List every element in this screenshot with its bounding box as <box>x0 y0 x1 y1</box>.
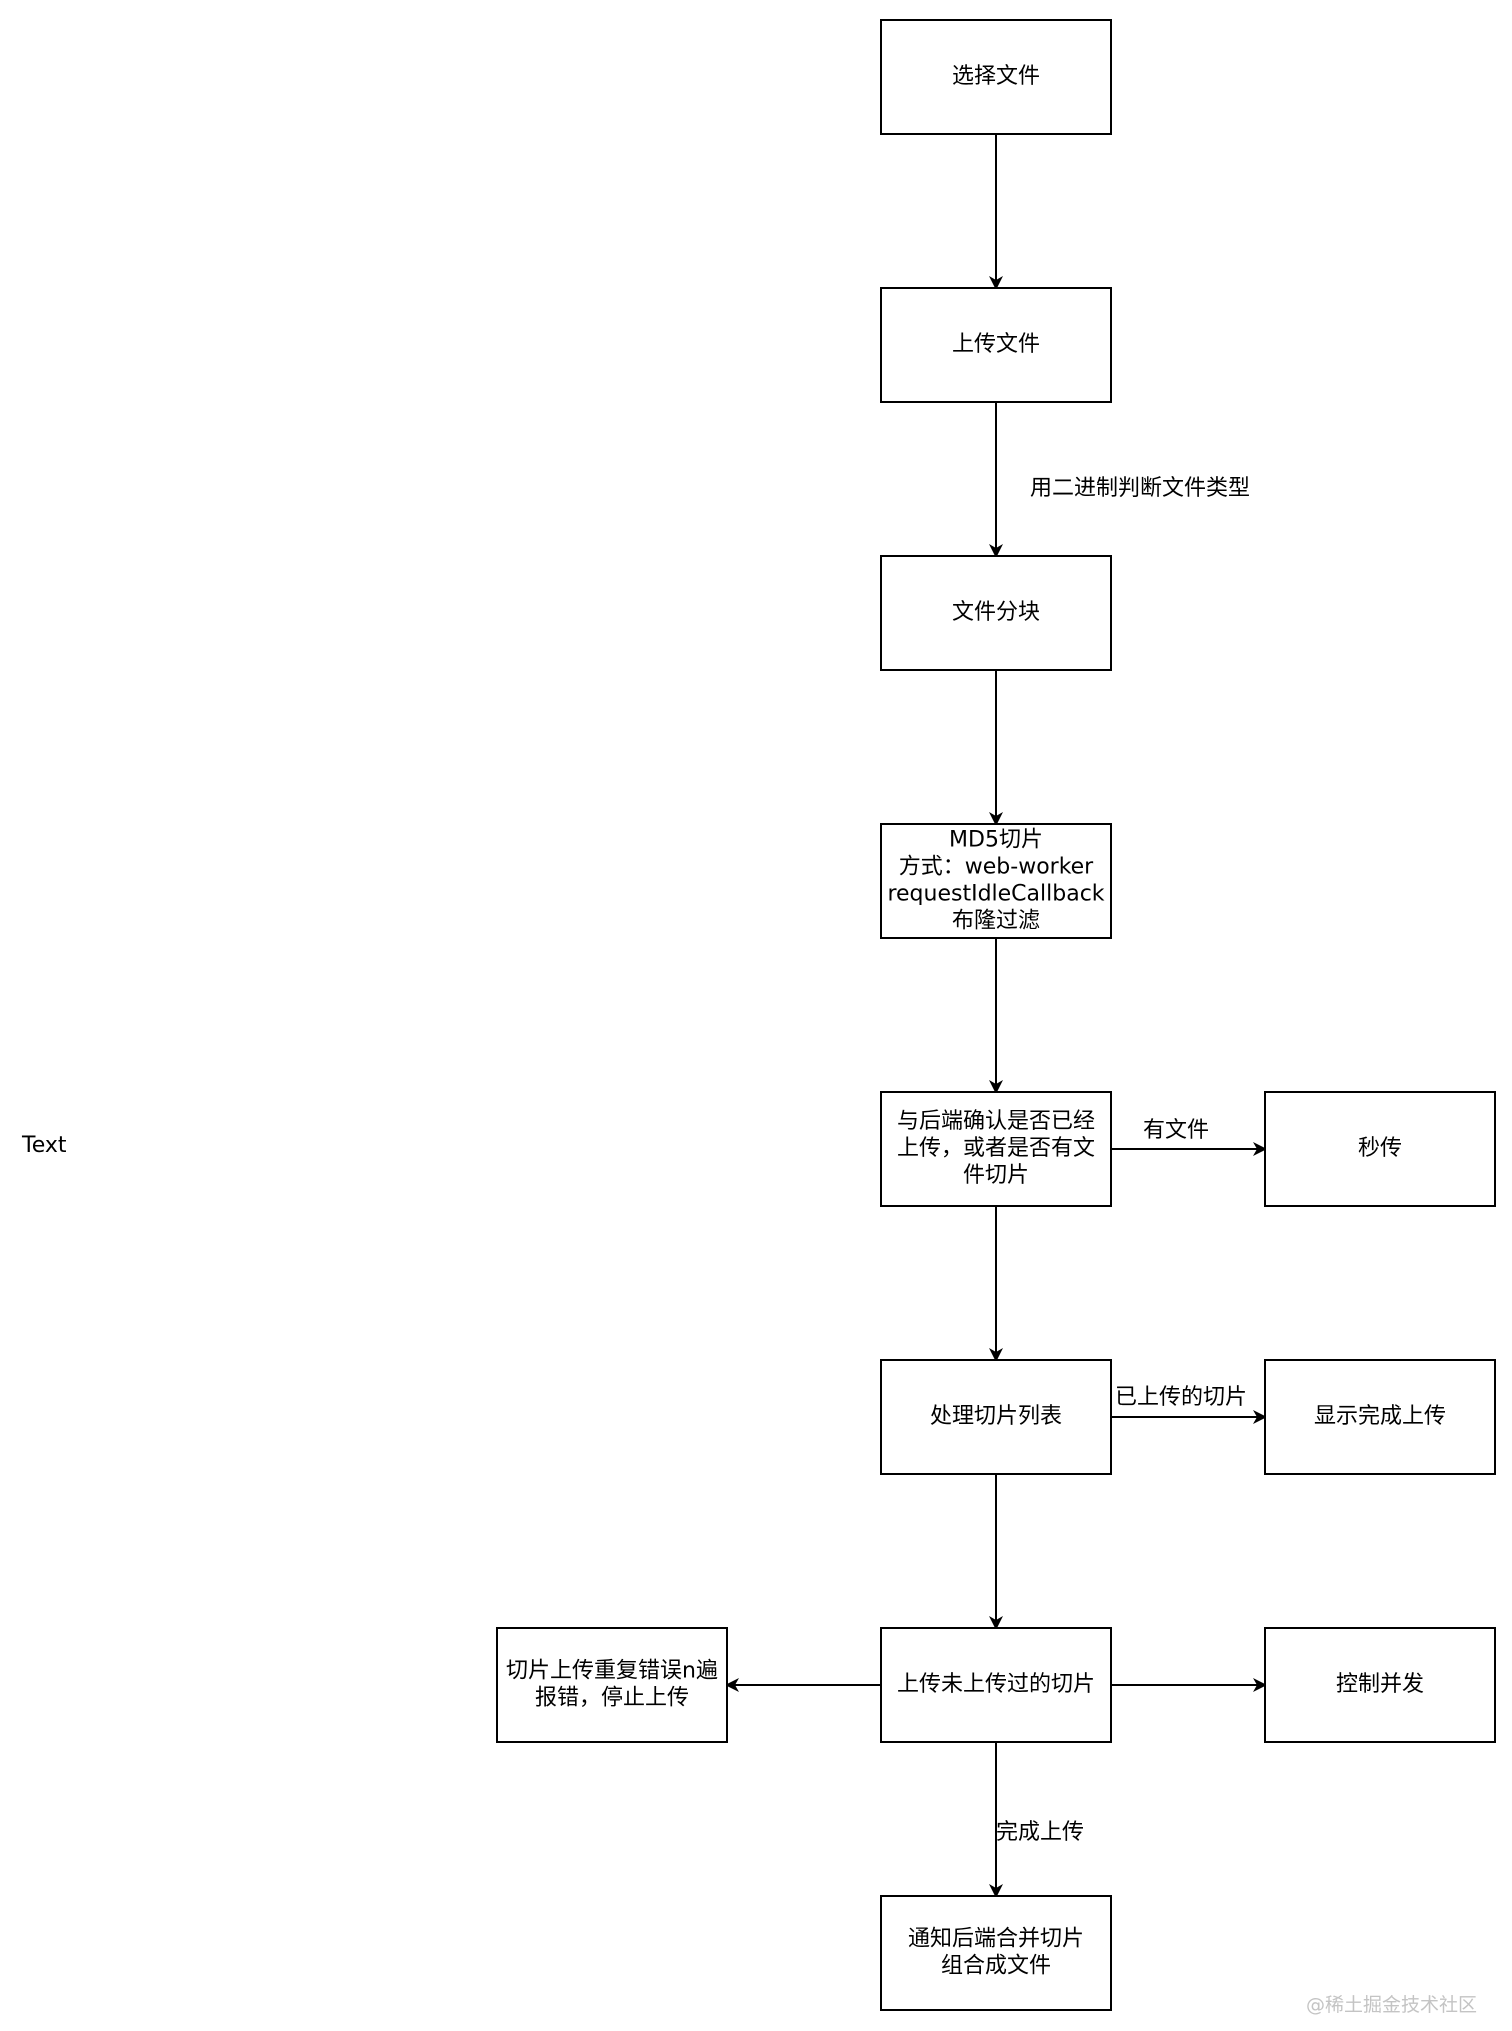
free-text-label: Text <box>22 1133 67 1158</box>
edge-label: 已上传的切片 <box>1115 1385 1247 1410</box>
node-box <box>880 19 1112 135</box>
node-text-line: 方式：web-worker <box>899 855 1094 880</box>
node-text-line: 件切片 <box>963 1163 1029 1188</box>
node-text-line: 上传未上传过的切片 <box>897 1672 1095 1697</box>
edge-label: 完成上传 <box>996 1820 1084 1845</box>
node-box <box>880 1895 1112 2011</box>
node-text-line: 文件分块 <box>952 600 1040 625</box>
node-text-line: 切片上传重复错误n遍 <box>506 1659 718 1684</box>
edge-label: 有文件 <box>1143 1118 1209 1143</box>
node-text-line: 上传，或者是否有文 <box>897 1136 1095 1161</box>
node-text-line: 报错，停止上传 <box>535 1686 689 1711</box>
node-text-line: MD5切片 <box>949 828 1043 853</box>
watermark: @稀土掘金技术社区 <box>1305 1994 1477 2016</box>
node-text-line: requestIdleCallback <box>887 882 1104 907</box>
node-text-line: 处理切片列表 <box>930 1404 1062 1429</box>
node-box <box>880 1091 1112 1207</box>
node-upload: 上传文件 <box>880 287 1112 403</box>
node-box <box>496 1627 728 1743</box>
edge-label: 用二进制判断文件类型 <box>1030 476 1250 501</box>
node-text-line: 选择文件 <box>952 64 1040 89</box>
node-select: 选择文件 <box>880 19 1112 135</box>
node-text-line: 显示完成上传 <box>1314 1404 1446 1429</box>
node-text-line: 通知后端合并切片 <box>908 1927 1084 1952</box>
node-box <box>880 1627 1112 1743</box>
arrow-check-to-instant: 有文件 <box>1111 1118 1267 1156</box>
arrow-process-to-showdone: 已上传的切片 <box>1111 1385 1267 1424</box>
node-concurrency: 控制并发 <box>1264 1627 1496 1743</box>
node-text-line: 秒传 <box>1358 1136 1402 1161</box>
node-text-line: 控制并发 <box>1336 1672 1424 1697</box>
node-text-line: 上传文件 <box>952 332 1040 357</box>
node-box <box>880 823 1112 939</box>
node-text-line: 与后端确认是否已经 <box>897 1109 1095 1134</box>
node-uploadrest: 上传未上传过的切片 <box>880 1627 1112 1743</box>
node-box <box>880 287 1112 403</box>
node-instant: 秒传 <box>1264 1091 1496 1207</box>
node-box <box>880 1359 1112 1475</box>
node-box <box>1264 1091 1496 1207</box>
arrow-uploadrest-to-merge: 完成上传 <box>989 1742 1084 1898</box>
node-text-line: 组合成文件 <box>941 1954 1051 1979</box>
node-box <box>1264 1627 1496 1743</box>
node-text-line: 布隆过滤 <box>952 909 1040 934</box>
node-process: 处理切片列表 <box>880 1359 1112 1475</box>
node-chunk: 文件分块 <box>880 555 1112 671</box>
node-box <box>1264 1359 1496 1475</box>
node-md5: MD5切片方式：web-workerrequestIdleCallback布隆过… <box>880 823 1112 939</box>
node-box <box>880 555 1112 671</box>
node-showdone: 显示完成上传 <box>1264 1359 1496 1475</box>
arrow-upload-to-chunk: 用二进制判断文件类型 <box>989 402 1250 558</box>
